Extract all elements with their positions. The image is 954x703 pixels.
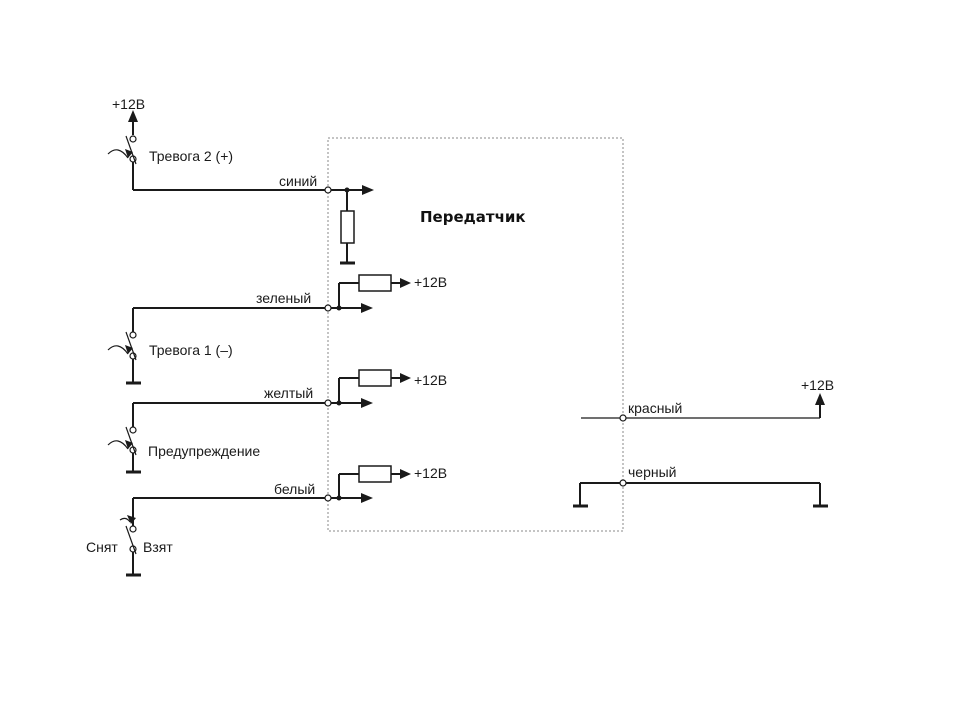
wire-label-red: красный xyxy=(628,400,682,416)
arm-circuit xyxy=(120,466,411,575)
wire-label-yellow: желтый xyxy=(264,385,313,401)
supply-label-red: +12В xyxy=(801,377,834,393)
supply-arrow-icon xyxy=(815,393,825,405)
input-arrow-icon xyxy=(362,185,374,195)
switch-actuator-icon xyxy=(108,441,128,449)
switch-actuator-icon xyxy=(108,346,128,354)
supply-arrow-icon xyxy=(400,469,411,479)
wire-label-white: белый xyxy=(274,481,315,497)
pullup-resistor xyxy=(359,466,391,482)
warning-label: Предупреждение xyxy=(148,443,260,459)
disarmed-label: Снят xyxy=(86,539,118,555)
supply-label-green: +12В xyxy=(414,274,447,290)
pullup-resistor xyxy=(359,370,391,386)
alarm2-label: Тревога 2 (+) xyxy=(149,148,233,164)
alarm2-circuit xyxy=(108,110,374,263)
supply-label-yellow: +12В xyxy=(414,372,447,388)
input-arrow-icon xyxy=(361,303,373,313)
alarm1-label: Тревога 1 (–) xyxy=(149,342,233,358)
supply-arrow-icon xyxy=(400,373,411,383)
armed-label: Взят xyxy=(143,539,173,555)
wire-label-blue: синий xyxy=(279,173,317,189)
pulldown-resistor xyxy=(341,211,354,243)
switch-actuator-icon xyxy=(108,150,128,158)
input-arrow-icon xyxy=(361,493,373,503)
supply-label-alarm2: +12В xyxy=(112,96,145,112)
wire-label-black: черный xyxy=(628,464,676,480)
input-arrow-icon xyxy=(361,398,373,408)
supply-label-white: +12В xyxy=(414,465,447,481)
supply-arrow-icon xyxy=(400,278,411,288)
pullup-resistor xyxy=(359,275,391,291)
transmitter-title: Передатчик xyxy=(420,208,526,226)
switch-actuator-icon xyxy=(120,518,130,522)
power-red-circuit xyxy=(581,393,825,421)
power-black-circuit xyxy=(573,480,828,506)
wire-label-green: зеленый xyxy=(256,290,311,306)
